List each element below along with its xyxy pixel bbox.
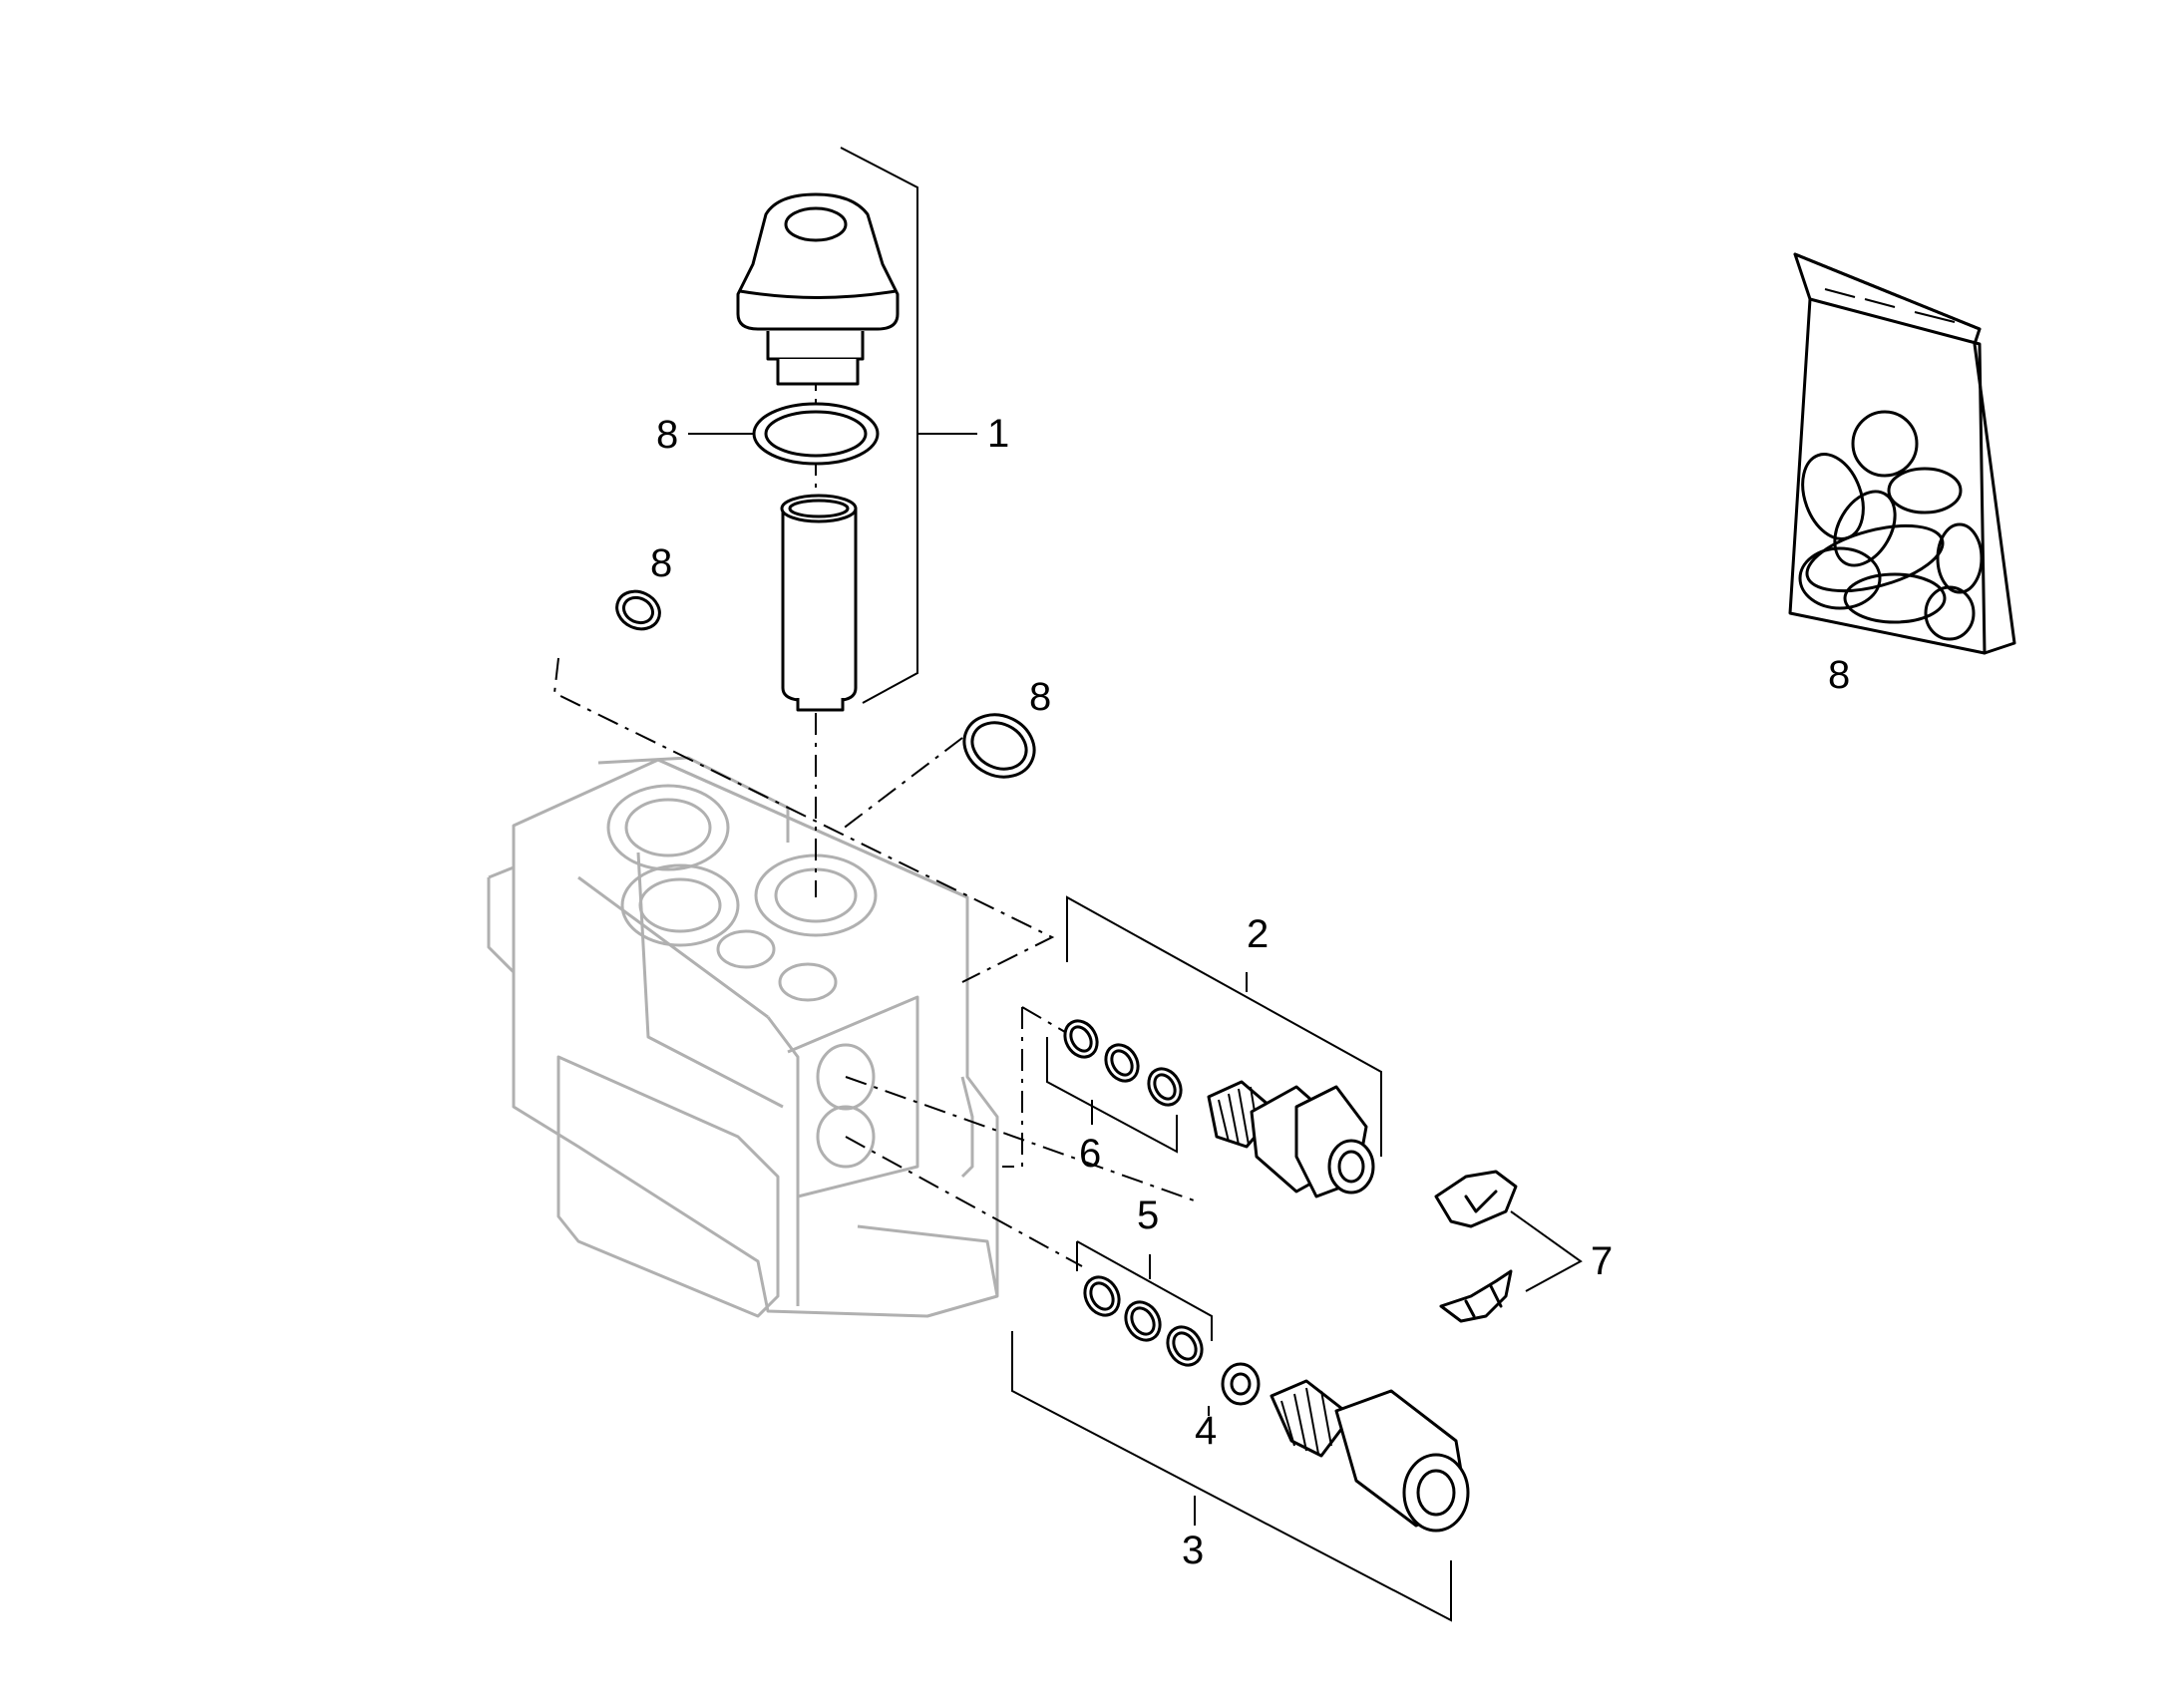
callout-8-piston-ring: 8 <box>656 413 678 457</box>
callout-3: 3 <box>1182 1529 1204 1572</box>
pilot-assembly <box>736 192 900 712</box>
valve-housing <box>487 756 999 1318</box>
callout-5: 5 <box>1137 1194 1159 1237</box>
relief-valve-3 <box>1083 1275 1470 1533</box>
callout-2: 2 <box>1247 912 1269 956</box>
callouts: 1 2 3 4 5 6 7 8 8 8 8 <box>650 412 1850 1572</box>
o-rings-loose <box>615 589 1036 779</box>
callout-4: 4 <box>1195 1409 1217 1453</box>
callout-6: 6 <box>1079 1132 1101 1176</box>
leader-lines <box>688 147 1583 1622</box>
center-lines <box>552 369 1198 1267</box>
relief-valve-2 <box>1063 1019 1375 1198</box>
callout-8-large-ring: 8 <box>1029 675 1051 719</box>
callout-7: 7 <box>1591 1239 1613 1283</box>
seal-kit-bag <box>1788 252 2016 655</box>
callout-8-small-ring: 8 <box>650 541 672 585</box>
retaining-clips <box>1434 1170 1518 1323</box>
callout-8-seal-kit: 8 <box>1828 653 1850 697</box>
callout-1: 1 <box>987 412 1009 456</box>
